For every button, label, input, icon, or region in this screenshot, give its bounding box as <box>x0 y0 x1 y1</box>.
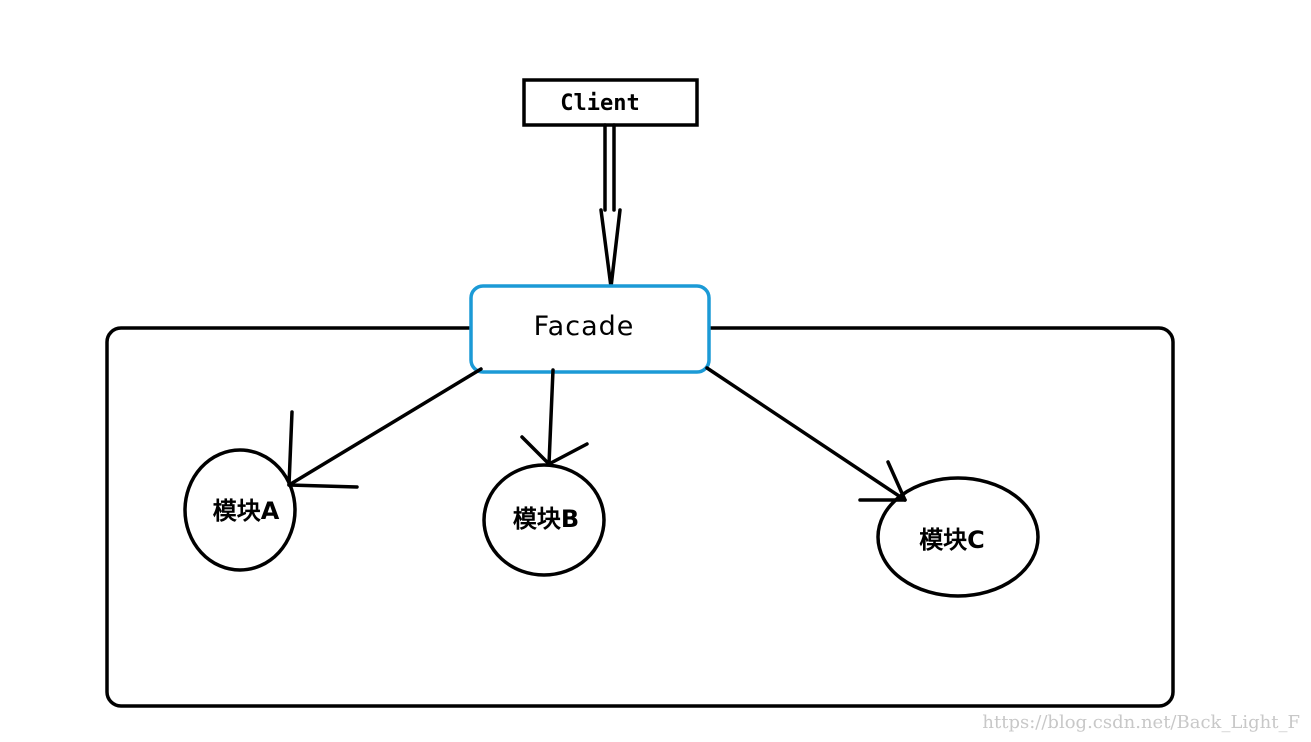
facade-to-module-b-arrow <box>520 368 589 466</box>
arrow-head <box>599 208 622 289</box>
arrow-a-shaft <box>287 367 483 487</box>
module-a-ellipse <box>183 448 297 572</box>
module-a-label: 模块A <box>213 497 280 525</box>
watermark-text: https://blog.csdn.net/Back_Light_F <box>982 712 1300 733</box>
arrow-c-head <box>858 460 907 502</box>
arrow-b-head <box>520 435 589 466</box>
facade-node: Facade <box>469 284 711 374</box>
arrow-c-shaft <box>705 366 907 502</box>
module-c-ellipse <box>876 476 1040 598</box>
module-c-label: 模块C <box>919 526 985 554</box>
facade-to-module-a-arrow <box>287 367 483 489</box>
module-b-label: 模块B <box>513 505 579 533</box>
module-c-node: 模块C <box>876 476 1040 598</box>
client-node: Client <box>522 78 699 127</box>
client-box <box>522 78 699 127</box>
arrow-b-shaft <box>547 368 555 466</box>
facade-label: Facade <box>534 311 635 342</box>
client-label: Client <box>560 91 639 116</box>
facade-box <box>469 284 711 374</box>
facade-to-module-c-arrow <box>705 366 907 502</box>
module-b-node: 模块B <box>482 463 606 577</box>
module-a-node: 模块A <box>183 448 297 572</box>
client-to-facade-arrow <box>599 123 622 289</box>
module-b-ellipse <box>482 463 606 577</box>
